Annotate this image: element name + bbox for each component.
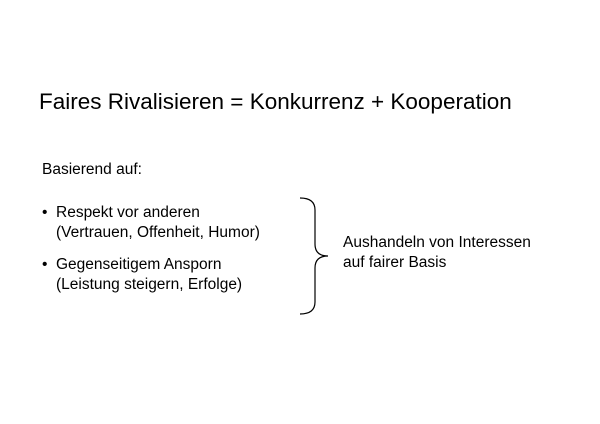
slide-subtitle: Basierend auf: — [42, 161, 142, 178]
bullet-list: • Respekt vor anderen (Vertrauen, Offenh… — [42, 203, 260, 307]
bullet-detail-text: (Vertrauen, Offenheit, Humor) — [56, 224, 260, 241]
bullet-detail-text: (Leistung steigern, Erfolge) — [56, 276, 243, 293]
right-curly-brace-icon — [299, 197, 329, 315]
bullet-main-text: Gegenseitigem Ansporn — [56, 256, 222, 273]
slide-title: Faires Rivalisieren = Konkurrenz + Koope… — [39, 89, 512, 114]
result-text: Aushandeln von Interessen auf fairer Bas… — [343, 233, 531, 273]
result-line-2: auf fairer Basis — [343, 254, 447, 271]
bullet-main-text: Respekt vor anderen — [56, 204, 200, 221]
result-line-1: Aushandeln von Interessen — [343, 234, 531, 251]
bullet-dot-icon: • — [42, 256, 48, 273]
bullet-item-ansporn: • Gegenseitigem Ansporn (Leistung steige… — [42, 255, 260, 295]
bullet-dot-icon: • — [42, 204, 48, 221]
bullet-item-respekt: • Respekt vor anderen (Vertrauen, Offenh… — [42, 203, 260, 243]
